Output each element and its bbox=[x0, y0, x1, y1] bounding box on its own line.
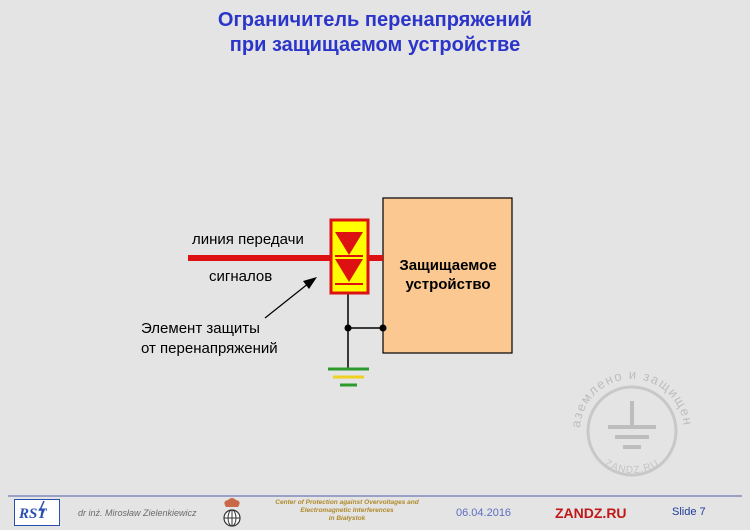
zandz-watermark: заземлено и защищено ZANDZ.RU bbox=[562, 355, 696, 477]
junction-dot-device bbox=[379, 324, 387, 332]
junction-dot-ground bbox=[344, 324, 352, 332]
device-label: Защищаемое устройство bbox=[384, 256, 512, 294]
protector-arrow-lower bbox=[335, 259, 363, 282]
protector-arrow-upper bbox=[335, 232, 363, 255]
footer-date: 06.04.2016 bbox=[456, 507, 512, 519]
protection-label-2: от перенапряжений bbox=[141, 340, 278, 357]
footer-author: dr inż. Mirosław Zielenkiewicz bbox=[78, 508, 197, 518]
watermark-bottom-text: ZANDZ.RU bbox=[603, 458, 661, 476]
line-label-2: сигналов bbox=[209, 268, 273, 285]
protected-device-box bbox=[382, 197, 513, 354]
title-line-1: Ограничитель перенапряжений bbox=[217, 9, 533, 31]
footer-center-name: Center of Protection against Overvoltage… bbox=[252, 499, 442, 523]
cpoei-logo bbox=[223, 498, 241, 527]
pointer-arrow-head bbox=[303, 277, 317, 289]
watermark-arc-text: заземлено и защищено bbox=[562, 355, 696, 429]
slide-title: Ограничитель перенапряжений при защищаем… bbox=[0, 8, 750, 58]
ground-symbol-icon bbox=[608, 401, 656, 449]
footer-site: ZANDZ.RU bbox=[555, 505, 627, 521]
protection-label-1: Элемент защиты bbox=[141, 320, 260, 337]
device-label-2: устройство bbox=[405, 276, 491, 293]
footer-center-line-3: in Białystok bbox=[328, 515, 366, 522]
device-label-1: Защищаемое bbox=[399, 257, 497, 274]
footer-slide-number: Slide 7 bbox=[672, 506, 706, 518]
footer-divider bbox=[8, 495, 742, 497]
pointer-arrow-line bbox=[264, 282, 310, 319]
signal-line bbox=[188, 255, 383, 261]
footer-center-line-1: Center of Protection against Overvoltage… bbox=[275, 499, 419, 506]
footer-center-line-2: Electromagnetic Interferences bbox=[300, 507, 394, 514]
line-label-1: линия передачи bbox=[192, 231, 304, 248]
title-line-2: при защищаемом устройстве bbox=[229, 34, 521, 56]
rst-logo: RST bbox=[14, 499, 60, 526]
